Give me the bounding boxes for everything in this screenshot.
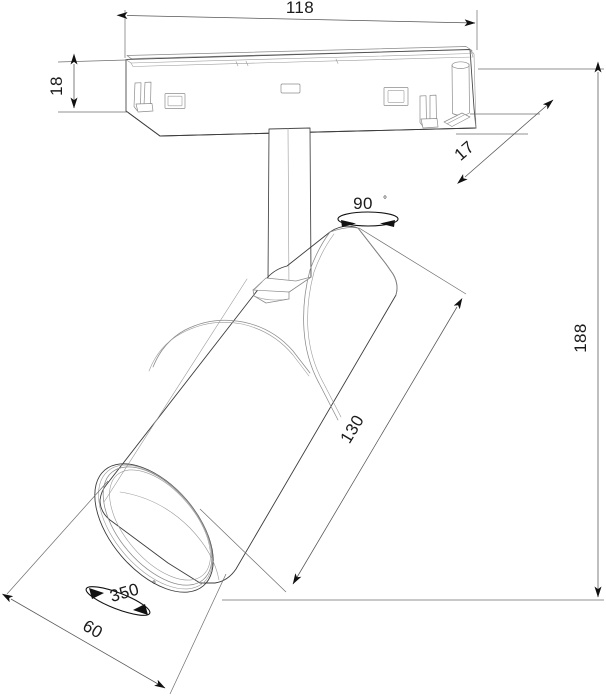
lens-ring-inner (102, 466, 213, 586)
track-top-edge (125, 49, 473, 64)
lens-aperture (109, 469, 211, 581)
track-port-right-inner (387, 90, 405, 103)
track-module-assembly (125, 46, 477, 137)
tilt-rotation-ellipse (337, 211, 399, 227)
track-seam-3 (335, 58, 339, 64)
lens-inner-shadow (119, 491, 220, 581)
dim-17-label: 17 (451, 137, 478, 164)
rotation-350-degree-symbol: ° (152, 580, 156, 591)
rotation-350-label: 350 (108, 580, 142, 606)
track-port-right (383, 87, 409, 106)
track-indicator-pad (280, 83, 301, 94)
stem-pocket-lip (253, 295, 290, 301)
pan-arrow-upper (89, 588, 104, 599)
rotation-90-degree-symbol: ° (383, 195, 387, 206)
barrel-rear-cap-curve-inner (307, 233, 342, 418)
mount-clip-left-base (135, 103, 154, 113)
tilt-arrow-left (341, 220, 356, 227)
dim-18-ext-top (57, 59, 127, 63)
dim-130-ext-bottom (199, 508, 287, 593)
dim-60-line (1, 593, 166, 689)
spotlight-barrel (94, 225, 398, 593)
track-bottom-edge (125, 110, 477, 137)
barrel-band-upper-2 (148, 322, 310, 377)
dim-130-ext-top (358, 227, 467, 295)
track-seam-2 (245, 60, 249, 67)
track-port-left (164, 93, 186, 109)
barrel-outline (99, 225, 398, 584)
track-port-left-inner (167, 95, 183, 107)
dimension-188-group: 188 (222, 61, 604, 601)
stem-pocket-top (252, 276, 312, 293)
rotation-350-group: 350 ° (85, 580, 156, 616)
mount-clip-right-base (420, 118, 439, 129)
barrel-left-seam (103, 278, 248, 503)
barrel-rear-cap-edge (329, 227, 398, 296)
stem-body (267, 127, 312, 293)
dim-118-line (116, 12, 476, 27)
stem-pocket-front (252, 289, 290, 304)
pan-arrow-lower (133, 604, 148, 615)
lens-ring-assembly (94, 463, 220, 593)
rotation-90-label: 90 (353, 194, 373, 213)
dim-60-ext-a (6, 480, 109, 595)
track-top-edge-inner (130, 53, 474, 67)
dim-118-label: 118 (286, 0, 314, 17)
stem-pocket-corner (253, 281, 263, 291)
tilt-arrow-right (380, 220, 395, 227)
dimension-118-group: 118 (116, 0, 478, 58)
dim-18-label: 18 (47, 76, 66, 96)
rotation-90-group: 90 ° (337, 194, 399, 227)
end-connector-top (451, 61, 470, 69)
end-connector-body (451, 63, 470, 116)
dim-17-line (457, 99, 554, 184)
support-stem (267, 127, 312, 293)
dimension-18-group: 18 (47, 53, 128, 113)
dim-60-ext-b (169, 573, 227, 695)
barrel-band-upper (152, 319, 311, 374)
pan-rotation-ellipse (85, 586, 151, 616)
dim-130-line (292, 297, 463, 585)
track-seam-1 (235, 61, 239, 67)
dim-188-label: 188 (571, 323, 590, 353)
dim-60-label: 60 (79, 616, 106, 642)
